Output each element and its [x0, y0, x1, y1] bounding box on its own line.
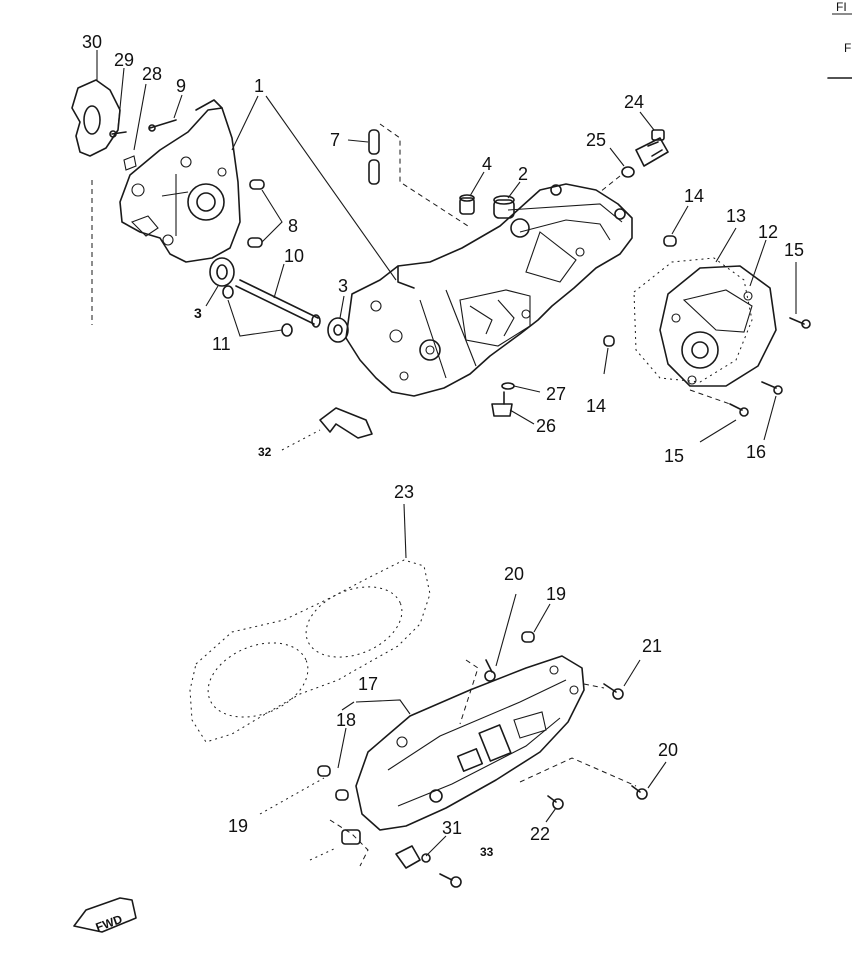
- part-25-oring: [621, 166, 635, 178]
- corner-mark-top: FI: [836, 0, 847, 14]
- part-3-bearing-right: [327, 317, 349, 343]
- callout-8: 8: [288, 216, 298, 236]
- part-2-bushing: [493, 195, 515, 219]
- fwd-arrow-badge: [73, 897, 137, 933]
- callout-17: 17: [358, 674, 378, 694]
- callout-13: 13: [726, 206, 746, 226]
- part-15-bolt-right: [789, 317, 811, 329]
- part-1-main-crankcase: [345, 183, 633, 397]
- callout-19-lower: 19: [228, 816, 248, 836]
- part-15-bolt-lower: [729, 403, 749, 417]
- part-4-bushing: [459, 194, 475, 215]
- fwd-badge-text: FWD: [94, 912, 125, 935]
- part-7-pins: [368, 129, 380, 185]
- callout-22: 22: [530, 824, 550, 844]
- callout-4: 4: [482, 154, 492, 174]
- part-11-clips: [222, 285, 293, 337]
- callout-24: 24: [624, 92, 644, 112]
- callout-1: 1: [254, 76, 264, 96]
- callout-16: 16: [746, 442, 766, 462]
- callout-11: 11: [212, 334, 231, 354]
- callout-32: 32: [258, 445, 272, 459]
- part-19-leader-lower: [259, 777, 325, 815]
- callout-12: 12: [758, 222, 778, 242]
- part-12-crankcase-cover: [659, 265, 777, 387]
- callout-25: 25: [586, 130, 606, 150]
- part-23-gasket: [189, 559, 431, 743]
- callout-15-lower: 15: [664, 446, 684, 466]
- part-19-pin-upper: [521, 631, 535, 643]
- part-32-bracket: [319, 407, 373, 439]
- callout-19-upper: 19: [546, 584, 566, 604]
- callout-23: 23: [394, 482, 414, 502]
- callout-27: 27: [546, 384, 566, 404]
- callout-31: 31: [442, 818, 462, 838]
- callout-3-left: 3: [194, 305, 202, 321]
- part-13-gasket: [633, 257, 753, 383]
- part-26-drain-bolt: [491, 391, 513, 417]
- callout-28: 28: [142, 64, 162, 84]
- callout-26: 26: [536, 416, 556, 436]
- part-8-dowel-pins: [247, 179, 265, 248]
- callout-20-upper: 20: [504, 564, 524, 584]
- part-21-bolt: [603, 683, 624, 700]
- callout-18: 18: [336, 710, 356, 730]
- part-17-crankcase-cover: [355, 655, 585, 831]
- callout-30: 30: [82, 32, 102, 52]
- callout-3-right: 3: [338, 276, 348, 296]
- callout-9: 9: [176, 76, 186, 96]
- callout-14-lower: 14: [586, 396, 606, 416]
- part-14-pin-upper: [663, 235, 677, 247]
- callout-21: 21: [642, 636, 662, 656]
- part-20-bolt-upper: [484, 659, 496, 682]
- part-10-shaft: [235, 279, 321, 328]
- corner-mark-mid: F: [844, 41, 851, 55]
- callout-14-upper: 14: [684, 186, 704, 206]
- part-30-plate: [71, 79, 121, 157]
- part-27-washer: [501, 382, 515, 390]
- part-31-bolts: [395, 845, 462, 888]
- callout-20-lower: 20: [658, 740, 678, 760]
- part-24-plug: [635, 129, 669, 167]
- callout-33: 33: [480, 845, 494, 859]
- part-1-left-crankcase: [119, 99, 241, 263]
- part-16-bolt: [761, 381, 783, 395]
- part-20-bolt-lower: [631, 785, 648, 800]
- callout-10: 10: [284, 246, 304, 266]
- part-29-bolt: [109, 130, 127, 138]
- part-22-bolt: [547, 795, 564, 810]
- part-18-dowels: [317, 765, 349, 801]
- callout-15-right: 15: [784, 240, 804, 260]
- callout-7: 7: [330, 130, 340, 150]
- lower-cover-fasteners: [309, 819, 369, 867]
- part-9-bolt: [148, 119, 177, 132]
- callout-29: 29: [114, 50, 134, 70]
- callout-2: 2: [518, 164, 528, 184]
- part-14-pin-lower: [603, 335, 615, 347]
- part-3-bearing-left: [209, 257, 235, 287]
